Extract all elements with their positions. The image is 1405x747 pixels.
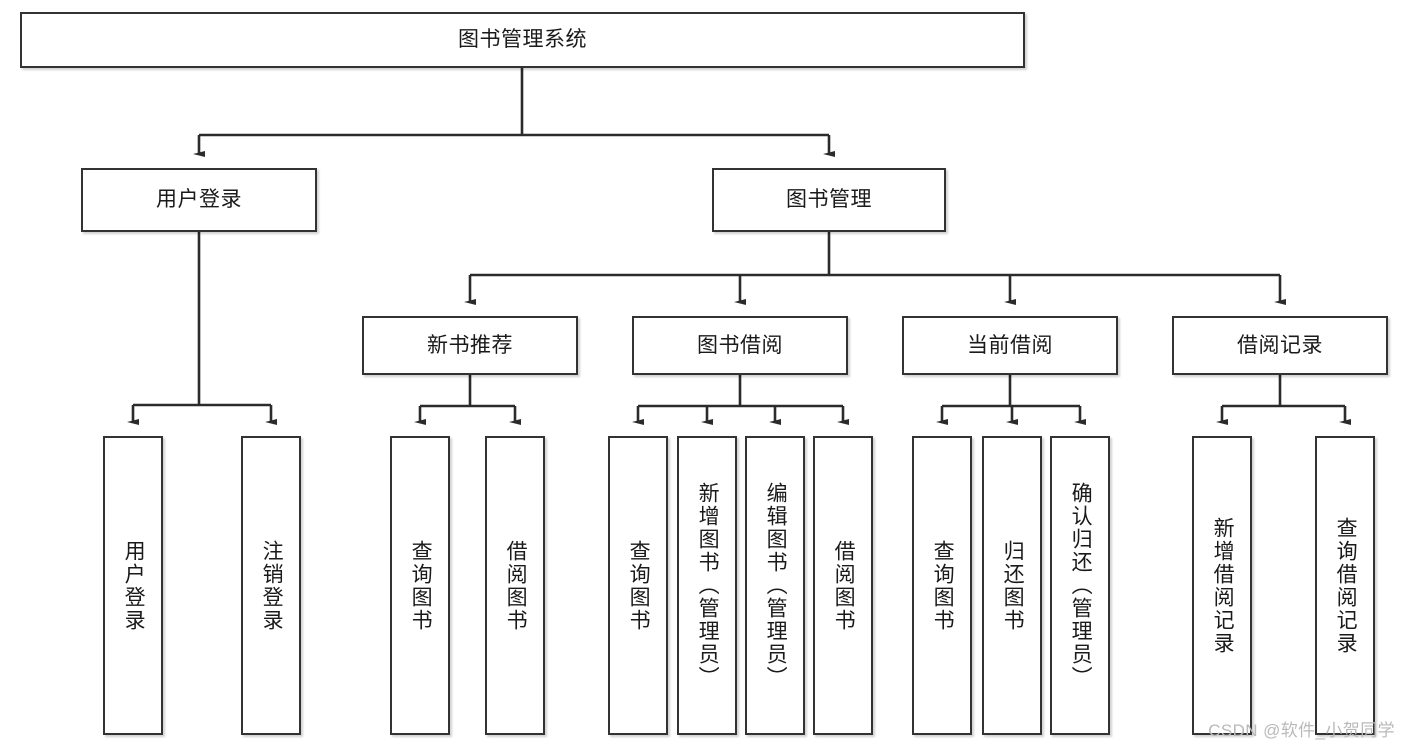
node-book-manage[interactable]: 图书管理	[712, 168, 946, 232]
node-label: 编辑图书（管理员）	[764, 482, 788, 689]
leaf-borrow-book-2[interactable]: 借阅图书	[813, 436, 873, 735]
node-label: 用户登录	[122, 539, 146, 632]
node-root[interactable]: 图书管理系统	[20, 12, 1025, 68]
leaf-confirm-return[interactable]: 确认归还（管理员）	[1050, 436, 1110, 735]
leaf-return-book[interactable]: 归还图书	[982, 436, 1042, 735]
node-label: 借阅图书	[504, 539, 528, 632]
node-label: 图书管理系统	[458, 28, 587, 52]
leaf-edit-book[interactable]: 编辑图书（管理员）	[745, 436, 805, 735]
leaf-logout[interactable]: 注销登录	[241, 436, 301, 735]
node-borrow-record[interactable]: 借阅记录	[1172, 316, 1388, 375]
leaf-add-book[interactable]: 新增图书（管理员）	[677, 436, 737, 735]
node-book-borrow[interactable]: 图书借阅	[632, 316, 848, 375]
leaf-borrow-book-1[interactable]: 借阅图书	[485, 436, 545, 735]
node-label: 归还图书	[1001, 539, 1025, 632]
node-current-borrow[interactable]: 当前借阅	[902, 316, 1118, 375]
node-label: 用户登录	[156, 188, 242, 212]
node-label: 查询图书	[931, 539, 955, 632]
node-label: 借阅图书	[832, 539, 856, 632]
leaf-query-book-2[interactable]: 查询图书	[608, 436, 668, 735]
node-label: 新增借阅记录	[1211, 516, 1235, 655]
leaf-add-borrow-record[interactable]: 新增借阅记录	[1192, 436, 1252, 735]
node-label: 查询图书	[409, 539, 433, 632]
node-new-book-recommendation[interactable]: 新书推荐	[362, 316, 578, 375]
node-label: 当前借阅	[967, 333, 1053, 357]
node-label: 查询图书	[627, 539, 651, 632]
leaf-query-borrow-record[interactable]: 查询借阅记录	[1315, 436, 1375, 735]
node-label: 新书推荐	[427, 333, 513, 357]
leaf-query-book-3[interactable]: 查询图书	[912, 436, 972, 735]
node-label: 确认归还（管理员）	[1069, 482, 1093, 689]
node-label: 图书管理	[786, 188, 872, 212]
node-label: 查询借阅记录	[1334, 516, 1358, 655]
csdn-watermark: CSDN @软件_小贺同学	[1208, 721, 1395, 740]
leaf-query-book-1[interactable]: 查询图书	[390, 436, 450, 735]
node-label: 注销登录	[260, 539, 284, 632]
leaf-user-login[interactable]: 用户登录	[103, 436, 163, 735]
node-label: 新增图书（管理员）	[696, 482, 720, 689]
node-label: 图书借阅	[697, 333, 783, 357]
node-label: 借阅记录	[1237, 333, 1323, 357]
node-user-login[interactable]: 用户登录	[81, 168, 317, 232]
